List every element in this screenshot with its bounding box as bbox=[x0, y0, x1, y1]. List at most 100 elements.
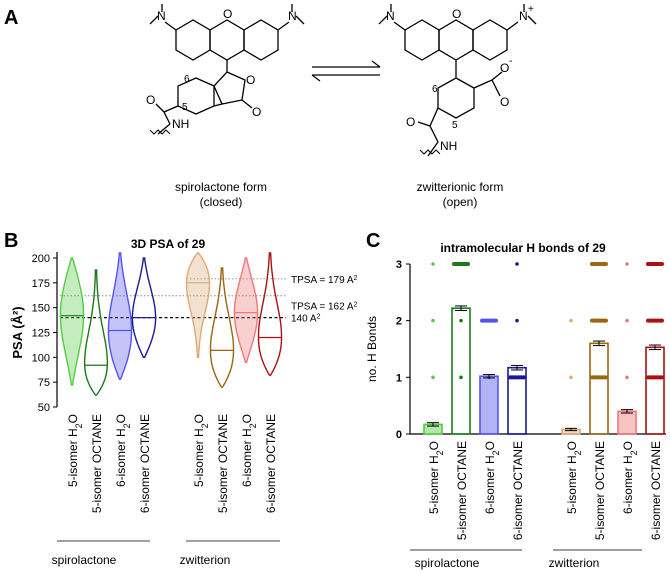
chart-c-category-6: 6-isomer H2O bbox=[621, 441, 639, 514]
chart-c-category-7: 6-isomer OCTANE bbox=[649, 441, 663, 540]
chart-b-category-3: 6-isomer OCTANE bbox=[138, 414, 152, 513]
violin-7 bbox=[257, 252, 283, 376]
hbond-dots-7-0 bbox=[646, 375, 664, 380]
hbond-bar-1 bbox=[451, 307, 471, 435]
z-position-5: 5 bbox=[452, 120, 458, 131]
atom-o-bridge: O bbox=[223, 7, 232, 21]
hbond-bar-5 bbox=[589, 342, 609, 435]
chart-b-refline-label-1: TPSA = 162 A2 bbox=[291, 301, 358, 313]
chart-b-category-5: 5-isomer OCTANE bbox=[216, 414, 230, 513]
chart-b-ylabel: PSA (Å²) bbox=[10, 306, 25, 358]
chart-b-title: 3D PSA of 29 bbox=[131, 237, 206, 251]
chart-b-category-5-text: 5-isomer OCTANE bbox=[216, 414, 230, 513]
chart-b-ytick-label-3: 125 bbox=[32, 328, 50, 340]
chart-b-group-label-1: zwitterion bbox=[180, 553, 231, 567]
chart-c-category-3-text: 6-isomer OCTANE bbox=[511, 441, 525, 540]
chart-c-category-5-text: 5-isomer OCTANE bbox=[593, 441, 607, 540]
chart-b-category-4-text: 5-isomer H2O bbox=[192, 414, 210, 487]
hbond-dots-1-2 bbox=[452, 262, 470, 266]
chart-b-category-0: 5-isomer H2O bbox=[66, 414, 84, 487]
chart-c-category-7-text: 6-isomer OCTANE bbox=[649, 441, 663, 540]
chart-c-ytick-label-2: 2 bbox=[396, 316, 402, 328]
chart-b-category-7: 6-isomer OCTANE bbox=[264, 414, 278, 513]
chart-c-category-4-text: 5-isomer H2O bbox=[565, 441, 583, 514]
chart-c-ytick-label-3: 3 bbox=[396, 259, 402, 271]
chart-c-category-1: 5-isomer OCTANE bbox=[455, 441, 469, 540]
hbond-dot-0-0 bbox=[431, 375, 435, 380]
chart-c-ylabel-text: no. H Bonds bbox=[365, 316, 379, 382]
hbond-dot-3-1 bbox=[515, 318, 519, 323]
structure-captions: spirolactone form (closed) zwitterionic … bbox=[175, 180, 503, 209]
z-atom-n-right: N bbox=[519, 9, 528, 23]
hbond-dot-6-2 bbox=[625, 262, 629, 266]
z-charge-plus: + bbox=[528, 4, 534, 15]
hbond-dots-3-0 bbox=[508, 375, 526, 380]
chart-b-category-2-text: 6-isomer H2O bbox=[114, 414, 132, 487]
z-atom-n-left: N bbox=[386, 9, 395, 23]
chart-c-category-1-text: 5-isomer OCTANE bbox=[455, 441, 469, 540]
z-atom-o-carboxyl-1: O bbox=[500, 61, 509, 75]
position-5: 5 bbox=[182, 102, 188, 113]
atom-nh-amide: NH bbox=[172, 117, 189, 131]
hbond-dots-2-1 bbox=[480, 318, 498, 323]
chart-b-category-6: 6-isomer H2O bbox=[240, 414, 258, 487]
chart-b-refline-label-2: 140 A2 bbox=[291, 313, 321, 325]
chart-c-category-2: 6-isomer H2O bbox=[483, 441, 501, 514]
atom-o-lactone: O bbox=[246, 73, 255, 87]
hbond-bar-chart: intramolecular H bonds of 29 no. H Bonds 0… bbox=[365, 241, 666, 570]
chart-b-ytick-label-6: 200 bbox=[32, 253, 50, 265]
hbond-dot-1-1 bbox=[459, 318, 463, 323]
chart-c-category-4: 5-isomer H2O bbox=[565, 441, 583, 514]
chart-c-ytick-label-0: 0 bbox=[396, 429, 402, 441]
violin-6 bbox=[233, 257, 259, 363]
chart-b-refline-label-0: TPSA = 179 A2 bbox=[291, 274, 358, 286]
atom-o-carbonyl: O bbox=[252, 105, 261, 119]
chart-c-title: intramolecular H bonds of 29 bbox=[440, 241, 606, 255]
position-6: 6 bbox=[184, 74, 190, 85]
chart-b-category-3-text: 6-isomer OCTANE bbox=[138, 414, 152, 513]
chart-b-group-label-0: spirolactone bbox=[52, 553, 117, 567]
hbond-dots-5-0 bbox=[590, 375, 608, 380]
chart-b-ytick-label-0: 50 bbox=[38, 402, 50, 414]
hbond-dot-1-0 bbox=[459, 375, 463, 380]
hbond-dots-7-1 bbox=[646, 318, 664, 323]
chart-b-ytick-label-4: 150 bbox=[32, 303, 50, 315]
hbond-dots-5-2 bbox=[590, 262, 608, 266]
chart-b-category-0-text: 5-isomer H2O bbox=[66, 414, 84, 487]
hbond-dot-4-1 bbox=[569, 318, 573, 323]
violin-2 bbox=[107, 252, 133, 380]
hbond-bar-6 bbox=[617, 410, 637, 435]
chart-b-category-1-text: 5-isomer OCTANE bbox=[90, 414, 104, 513]
z-atom-o-amide: O bbox=[406, 115, 415, 129]
hbond-dot-6-0 bbox=[625, 375, 629, 380]
chart-c-category-6-text: 6-isomer H2O bbox=[621, 441, 639, 514]
violin-5 bbox=[209, 267, 235, 388]
caption-open: (open) bbox=[443, 195, 478, 209]
hbond-dot-0-1 bbox=[431, 318, 435, 323]
chart-c-group-label-0: spirolactone bbox=[415, 556, 480, 570]
hbond-dots-7-2 bbox=[646, 262, 664, 266]
violin-0 bbox=[59, 257, 85, 386]
hbond-dots-5-1 bbox=[590, 318, 608, 323]
hbond-dot-6-1 bbox=[625, 318, 629, 323]
z-atom-o-bridge: O bbox=[452, 7, 461, 21]
caption-zwitterionic: zwitterionic form bbox=[417, 180, 504, 194]
hbond-bar-7 bbox=[645, 346, 665, 435]
hbond-dot-4-0 bbox=[569, 375, 573, 380]
z-atom-nh-amide: NH bbox=[440, 139, 457, 153]
zwitterion-structure bbox=[378, 4, 537, 157]
violin-1 bbox=[83, 269, 109, 396]
panel-label-a: A bbox=[4, 7, 18, 29]
chart-c-category-0-text: 5-isomer H2O bbox=[427, 441, 445, 514]
chart-c-ylabel: no. H Bonds bbox=[365, 316, 379, 382]
chart-b-ytick-label-5: 175 bbox=[32, 278, 50, 290]
spirolactone-atom-labels: O N N O O O NH 6 5 bbox=[146, 7, 297, 131]
chart-b-category-7-text: 6-isomer OCTANE bbox=[264, 414, 278, 513]
zwitterion-atom-labels: O N N + O - O O NH 6 5 bbox=[386, 4, 534, 153]
hbond-dot-0-2 bbox=[431, 262, 435, 266]
panel-label-b: B bbox=[4, 230, 18, 252]
z-atom-o-carboxyl-2: O bbox=[500, 95, 509, 109]
violin-4 bbox=[185, 252, 211, 358]
